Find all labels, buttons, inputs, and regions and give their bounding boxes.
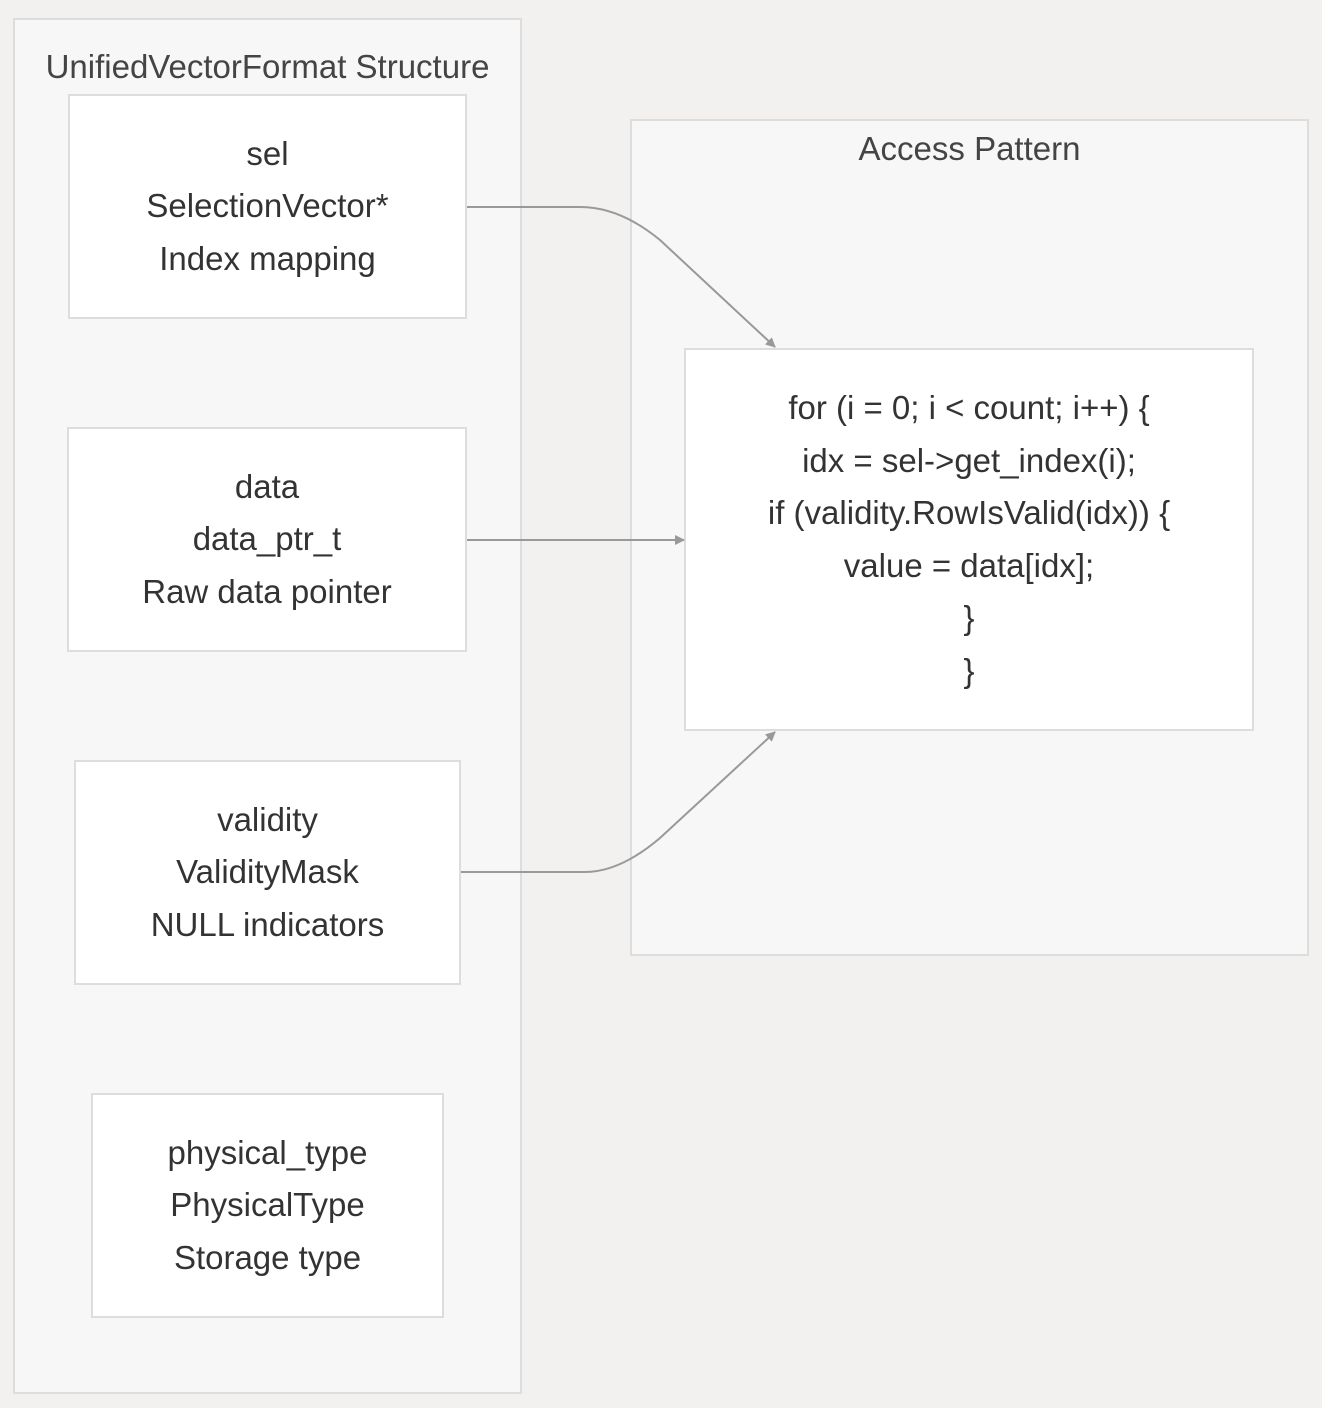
node-loop-line-4: value = data[idx];: [843, 546, 1095, 584]
node-data-line-1: data: [234, 467, 300, 505]
node-sel-line-3: Index mapping: [159, 239, 376, 277]
node-data-line-3: Raw data pointer: [142, 572, 392, 610]
node-loop-line-6: }: [963, 651, 975, 689]
node-sel: sel SelectionVector* Index mapping: [68, 94, 467, 319]
cluster-title-structure: UnifiedVectorFormat Structure: [45, 48, 490, 85]
cluster-title-access: Access Pattern: [858, 130, 1081, 167]
node-loop-line-2: idx = sel->get_index(i);: [802, 441, 1136, 479]
node-loop-line-3: if (validity.RowIsValid(idx)) {: [767, 494, 1171, 531]
node-loop-line-1: for (i = 0; i < count; i++) {: [788, 389, 1150, 426]
node-physical-type-line-2: PhysicalType: [170, 1186, 365, 1224]
node-data: data data_ptr_t Raw data pointer: [67, 427, 467, 652]
node-loop-line-5: }: [963, 599, 975, 636]
node-physical-type-line-3: Storage type: [173, 1238, 362, 1276]
node-data-line-2: data_ptr_t: [192, 520, 342, 558]
node-validity-line-1: validity: [217, 800, 318, 838]
node-sel-line-2: SelectionVector*: [146, 187, 389, 225]
node-validity-line-2: ValidityMask: [176, 853, 359, 891]
node-physical-type: physical_type PhysicalType Storage type: [91, 1093, 444, 1318]
node-validity: validity ValidityMask NULL indicators: [74, 760, 461, 985]
node-physical-type-line-1: physical_type: [167, 1133, 368, 1171]
node-validity-line-3: NULL indicators: [150, 905, 385, 943]
node-sel-line-1: sel: [246, 134, 289, 172]
node-access-loop: for (i = 0; i < count; i++) { idx = sel-…: [684, 348, 1254, 731]
